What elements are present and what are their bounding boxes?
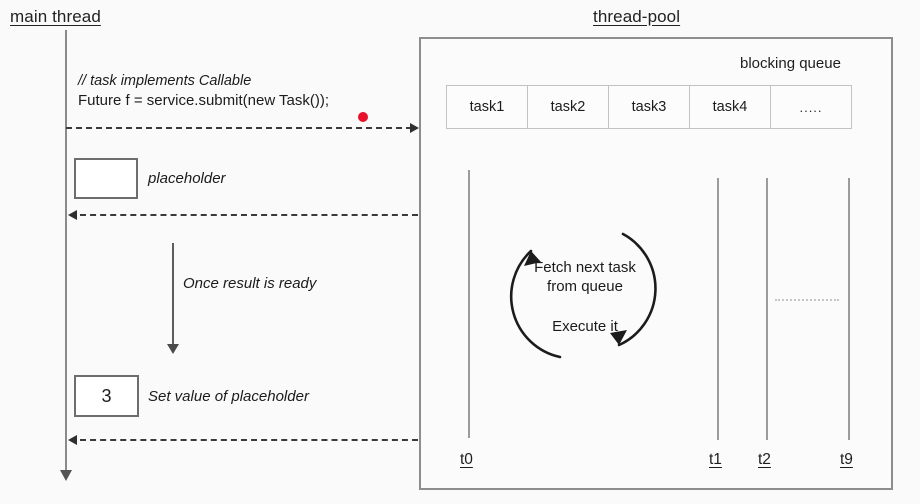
queue-cell-overflow: ..... (770, 85, 852, 129)
worker-lifeline-t0 (468, 170, 470, 438)
worker-lifeline-t1 (717, 178, 719, 440)
worker-label-t0: t0 (460, 451, 473, 468)
set-value-of-placeholder-label: Set value of placeholder (148, 388, 309, 405)
worker-lifeline-t2 (766, 178, 768, 440)
once-result-ready-arrow-line (172, 243, 174, 347)
worker-threads-ellipsis-icon (775, 299, 839, 301)
result-value-box: 3 (74, 375, 139, 417)
result-delivery-dashed-line (80, 439, 418, 441)
future-placeholder-box (74, 158, 138, 199)
main-thread-lifeline-arrowhead-icon (60, 470, 72, 481)
worker-label-t9: t9 (840, 451, 853, 468)
worker-label-t1: t1 (709, 451, 722, 468)
once-result-ready-label: Once result is ready (183, 275, 317, 292)
queue-cell-task1[interactable]: task1 (446, 85, 528, 129)
red-dot-marker-icon (358, 112, 368, 122)
loop-fetch-line-1: Fetch next task (534, 259, 636, 276)
future-return-arrowhead-icon (68, 210, 77, 220)
submit-task-arrowhead-icon (410, 123, 419, 133)
loop-fetch-text: Fetch next task from queue (525, 258, 645, 296)
code-submit-statement: Future f = service.submit(new Task()); (78, 92, 330, 109)
loop-execute-text: Execute it (552, 318, 618, 335)
placeholder-label: placeholder (148, 170, 226, 187)
submit-task-dashed-line (66, 127, 412, 129)
blocking-queue-label: blocking queue (740, 55, 841, 72)
main-thread-lifeline (65, 30, 67, 478)
worker-label-t2: t2 (758, 451, 771, 468)
main-thread-title: main thread (10, 7, 101, 26)
worker-loop-arrows-icon (509, 232, 657, 359)
queue-cell-task4[interactable]: task4 (689, 85, 771, 129)
once-result-ready-arrowhead-icon (167, 344, 179, 354)
result-delivery-arrowhead-icon (68, 435, 77, 445)
worker-lifeline-t9 (848, 178, 850, 440)
loop-fetch-line-2: from queue (547, 278, 623, 295)
blocking-queue-row: task1 task2 task3 task4 ..... (446, 85, 852, 129)
code-comment-text: // task implements Callable (78, 73, 252, 89)
queue-cell-task3[interactable]: task3 (608, 85, 690, 129)
thread-pool-title: thread-pool (593, 7, 681, 26)
queue-cell-task2[interactable]: task2 (527, 85, 609, 129)
future-return-dashed-line (80, 214, 418, 216)
